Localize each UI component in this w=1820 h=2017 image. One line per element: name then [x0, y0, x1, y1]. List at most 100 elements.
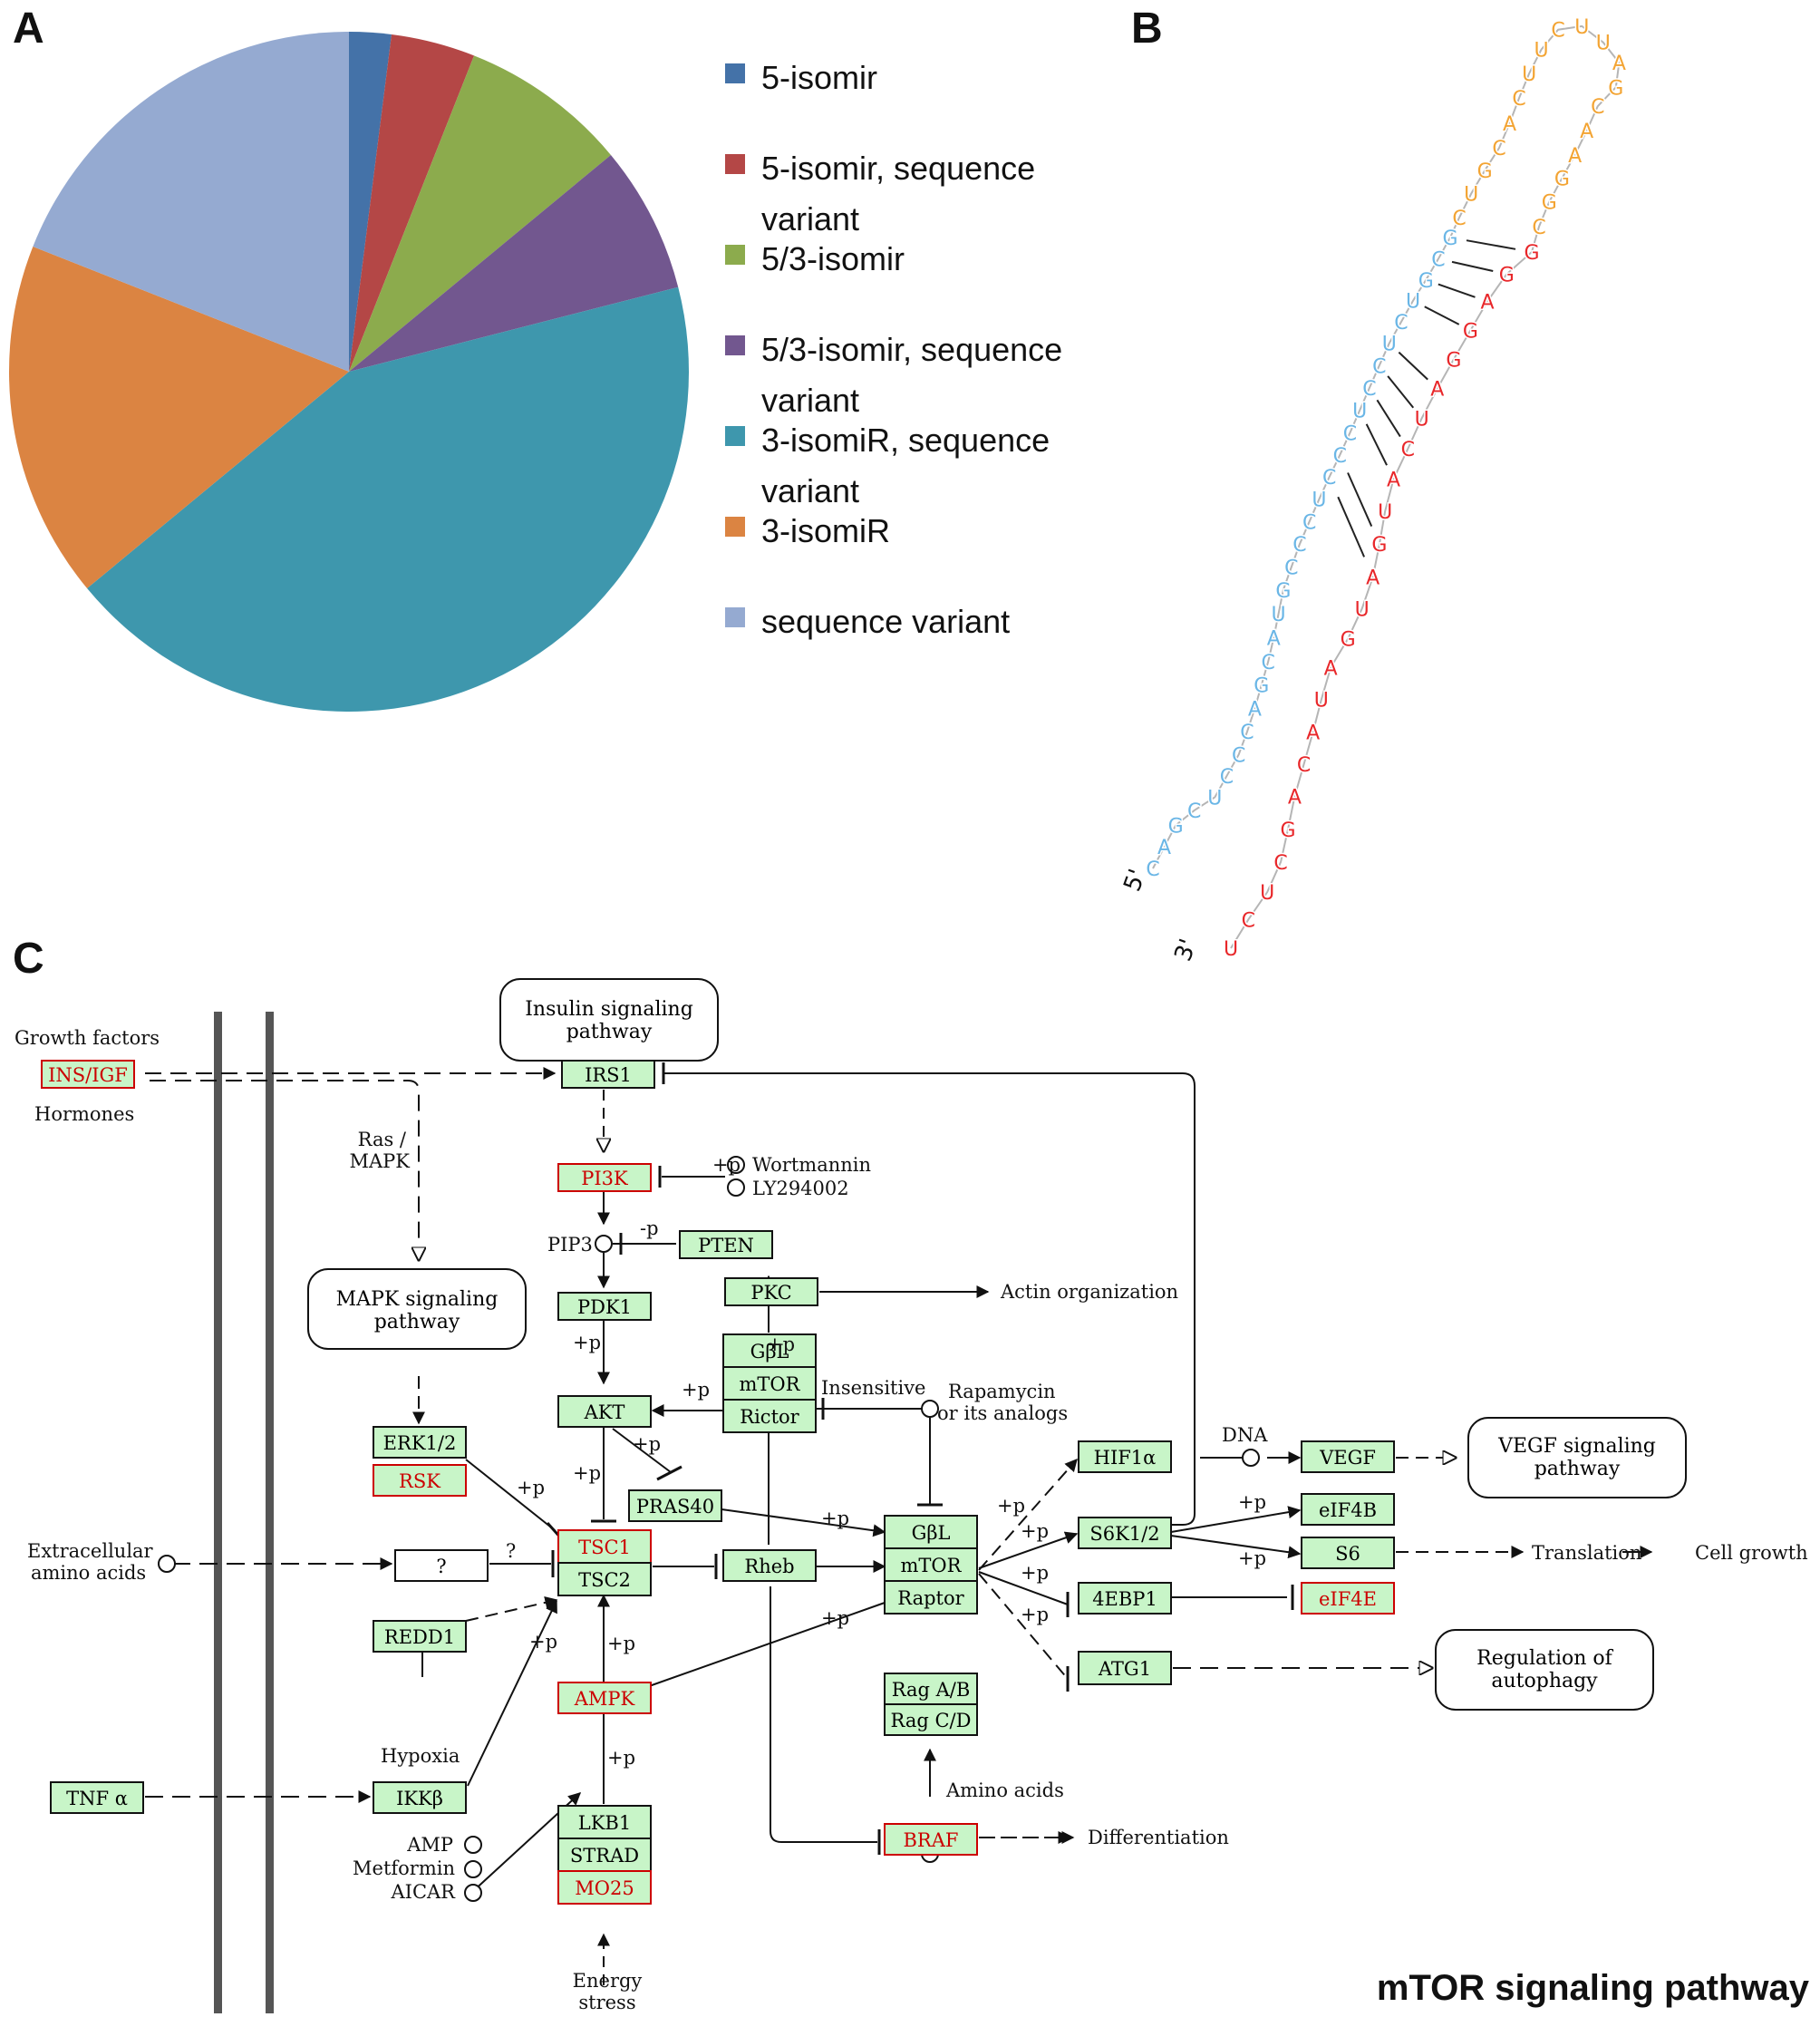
rna-base: C	[1492, 138, 1505, 160]
cell-membrane-line	[214, 1012, 222, 2013]
plus-p-label: +p	[712, 1154, 741, 1176]
rna-base: A	[1430, 379, 1444, 402]
pie-slice	[349, 154, 679, 372]
rapamycin-label: or its analogs	[937, 1402, 1068, 1424]
gene-label: Rictor	[740, 1406, 799, 1428]
rna-base: G	[1281, 819, 1296, 842]
gene-label: 4EBP1	[1092, 1588, 1157, 1610]
mapk-pathway-box: MAPK signaling pathway	[307, 1268, 527, 1350]
legend-item: 5/3-isomir	[725, 234, 1178, 285]
gene-label: GβL	[912, 1522, 951, 1544]
differentiation-label: Differentiation	[1088, 1827, 1229, 1848]
rna-base: C	[1297, 754, 1311, 777]
energy-stress-label: Energy	[573, 1970, 643, 1992]
rna-base: G	[1554, 169, 1570, 191]
plus-p-label: +p	[633, 1433, 661, 1455]
hypoxia-label: Hypoxia	[381, 1745, 460, 1767]
rna-base: C	[1512, 88, 1525, 111]
rna-base: C	[1232, 744, 1245, 767]
ly294002-label: LY294002	[752, 1178, 849, 1199]
legend-swatch	[725, 335, 745, 355]
rna-base: U	[1382, 334, 1397, 356]
rna-base: U	[1272, 604, 1286, 626]
gene-label: Rag C/D	[891, 1710, 972, 1731]
gene-box-hif1a: HIF1α	[1078, 1440, 1172, 1473]
legend-item: 5/3-isomir, sequence variant	[725, 325, 1142, 426]
aicar-label: AICAR	[390, 1881, 456, 1903]
legend-item: sequence variant	[725, 596, 1178, 647]
wortmannin-label: Wortmannin	[752, 1154, 871, 1176]
plus-p-label: +p	[607, 1747, 635, 1769]
gene-box-mtor-mtorc1: mTOR	[884, 1547, 978, 1582]
gene-label: eIF4B	[1319, 1499, 1377, 1521]
gene-box-mo25: MO25	[557, 1870, 652, 1905]
pie-slice	[33, 32, 350, 372]
plus-p-label: +p	[682, 1379, 710, 1401]
gene-box-gbl-mtorc1: GβL	[884, 1515, 978, 1549]
plus-p-label: +p	[1238, 1491, 1266, 1513]
gene-label: ERK1/2	[383, 1432, 457, 1454]
rna-base: C	[1591, 96, 1604, 119]
rna-base: A	[1612, 53, 1626, 75]
rna-base: C	[1401, 439, 1415, 461]
legend-swatch	[725, 426, 745, 446]
pie-chart	[9, 32, 689, 713]
plus-p-label: +p	[573, 1462, 601, 1484]
plus-p-label: +p	[821, 1607, 849, 1629]
rna-base-pair	[1466, 239, 1516, 250]
rapamycin-label: Rapamycin	[948, 1381, 1056, 1402]
rna-base-pair	[1398, 351, 1428, 381]
pathway-label: MAPK signaling	[336, 1288, 499, 1311]
plus-p-label: +p	[1021, 1562, 1049, 1584]
gene-box-4ebp1: 4EBP1	[1078, 1582, 1172, 1615]
rna-base: G	[1275, 580, 1291, 603]
gene-box-lkb1: LKB1	[557, 1805, 652, 1839]
plus-p-label: +p	[767, 1333, 795, 1355]
gene-box-ikkb: IKKβ	[373, 1781, 467, 1814]
rna-base: A	[1267, 628, 1281, 651]
legend-label: 3-isomiR	[761, 512, 891, 549]
plus-p-label: +p	[517, 1477, 545, 1498]
gene-label: TSC1	[578, 1537, 631, 1558]
vegf-pathway-box: VEGF signaling pathway	[1467, 1417, 1687, 1498]
rna-base: A	[1580, 121, 1593, 143]
rna-base: C	[1262, 652, 1275, 674]
plus-p-label: +p	[573, 1332, 601, 1353]
growth-factors-label: Growth factors	[15, 1027, 160, 1049]
gene-box-eif4b: eIF4B	[1301, 1493, 1395, 1526]
rna-base: A	[1157, 837, 1171, 859]
gene-label: PRAS40	[636, 1496, 714, 1518]
energy-stress-label: stress	[578, 1992, 635, 2013]
rna-base: G	[1168, 815, 1184, 838]
pie-slice	[9, 246, 350, 589]
legend-label: 3-isomiR, sequence variant	[761, 422, 1050, 509]
gene-label: STRAD	[570, 1845, 639, 1867]
gene-box-raga: Rag A/B	[884, 1673, 978, 1705]
pathway-label: autophagy	[1491, 1670, 1598, 1692]
gene-label: PDK1	[577, 1296, 632, 1318]
pathway-label: pathway	[1534, 1458, 1621, 1480]
plus-p-label: +p	[607, 1633, 635, 1654]
metformin-label: Metformin	[353, 1857, 455, 1879]
cell-growth-label: Cell growth	[1695, 1542, 1808, 1564]
gene-box-rheb: Rheb	[722, 1549, 817, 1582]
gene-label: mTOR	[740, 1373, 801, 1395]
gene-box-tsc2: TSC2	[557, 1562, 652, 1596]
gene-box-erk: ERK1/2	[373, 1426, 467, 1459]
rna-base: C	[1343, 422, 1357, 445]
extracellular-label: amino acids	[31, 1562, 146, 1584]
gene-box-rsk: RSK	[373, 1464, 467, 1497]
gene-box-atg1: ATG1	[1078, 1651, 1172, 1685]
rna-base: G	[1418, 270, 1434, 293]
plus-p-label: +p	[997, 1495, 1025, 1517]
rna-base: C	[1362, 378, 1376, 401]
ras-mapk-label: MAPK	[350, 1150, 411, 1172]
legend-swatch	[725, 63, 745, 83]
rna-base: C	[1372, 355, 1386, 378]
gene-label: Rag A/B	[892, 1679, 971, 1701]
question-label: ?	[506, 1540, 516, 1562]
rna-base: U	[1207, 787, 1222, 810]
legend-label: 5-isomir	[761, 59, 878, 96]
legend-label: sequence variant	[761, 603, 1011, 640]
